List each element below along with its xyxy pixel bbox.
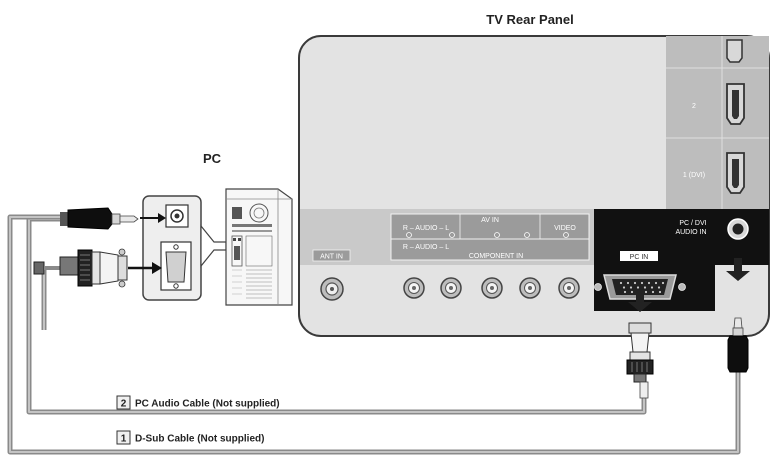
hdmi-column: 2 1 (DVI): [666, 36, 769, 209]
ant-in-jack: [320, 277, 344, 301]
hdmi-label-1-dvi: 1 (DVI): [683, 172, 705, 179]
vga-plug-left-icon: [59, 248, 128, 288]
ant-in-label: ANT IN: [320, 254, 343, 261]
insert-arrow-vga: [128, 262, 162, 274]
cable-1-number: 1: [121, 434, 127, 445]
hdmi-label-2: 2: [692, 103, 696, 110]
audio-top-label: R – AUDIO – L: [403, 225, 449, 232]
pc-tower-icon: [225, 188, 293, 306]
tv-rear-panel: 2 1 (DVI) AV IN R – AUDIO – L VIDEO: [298, 35, 770, 337]
rca-jack: [519, 277, 541, 299]
hdmi-port-2-icon: [726, 83, 745, 125]
dsub-lead: [33, 261, 60, 330]
pc-in-label: PC IN: [630, 254, 649, 261]
rca-jack: [481, 277, 503, 299]
rca-jack: [403, 277, 425, 299]
hdmi-port-icon: [726, 39, 743, 63]
audio-jack-icon: [727, 218, 749, 240]
audio-plug-right-icon: [726, 258, 750, 373]
audio-plug-left-icon: [60, 207, 139, 230]
dsub-cable-1: [7, 214, 741, 455]
pc-dvi-audio-label-line1: PC / DVI: [679, 220, 706, 227]
ant-in-box: ANT IN: [312, 249, 351, 262]
audio-bottom-label: R – AUDIO – L: [403, 244, 449, 251]
cable-label-1: 1 D-Sub Cable (Not supplied): [116, 430, 264, 445]
pc-dvi-audio-label-line2: AUDIO IN: [675, 229, 706, 236]
insert-arrow-audio: [140, 213, 166, 223]
rca-jack: [440, 277, 462, 299]
hdmi-port-1-icon: [726, 152, 745, 194]
rca-jack: [558, 277, 580, 299]
cable-2-number: 2: [121, 399, 127, 410]
pc-illustration: [142, 188, 293, 306]
vga-port-icon: [594, 274, 686, 300]
tv-rear-panel-title: TV Rear Panel: [486, 12, 573, 27]
pc-title: PC: [203, 151, 222, 166]
av-component-box: AV IN R – AUDIO – L VIDEO R – AUDIO – L …: [390, 213, 590, 261]
cable-1-label: D-Sub Cable (Not supplied): [135, 434, 264, 445]
av-in-label: AV IN: [481, 217, 499, 224]
vga-plug-right-icon: [626, 290, 654, 399]
cable-label-2: 2 PC Audio Cable (Not supplied): [116, 395, 280, 410]
video-label: VIDEO: [554, 225, 576, 232]
component-in-label: COMPONENT IN: [469, 253, 523, 260]
cable-2-label: PC Audio Cable (Not supplied): [135, 399, 280, 410]
